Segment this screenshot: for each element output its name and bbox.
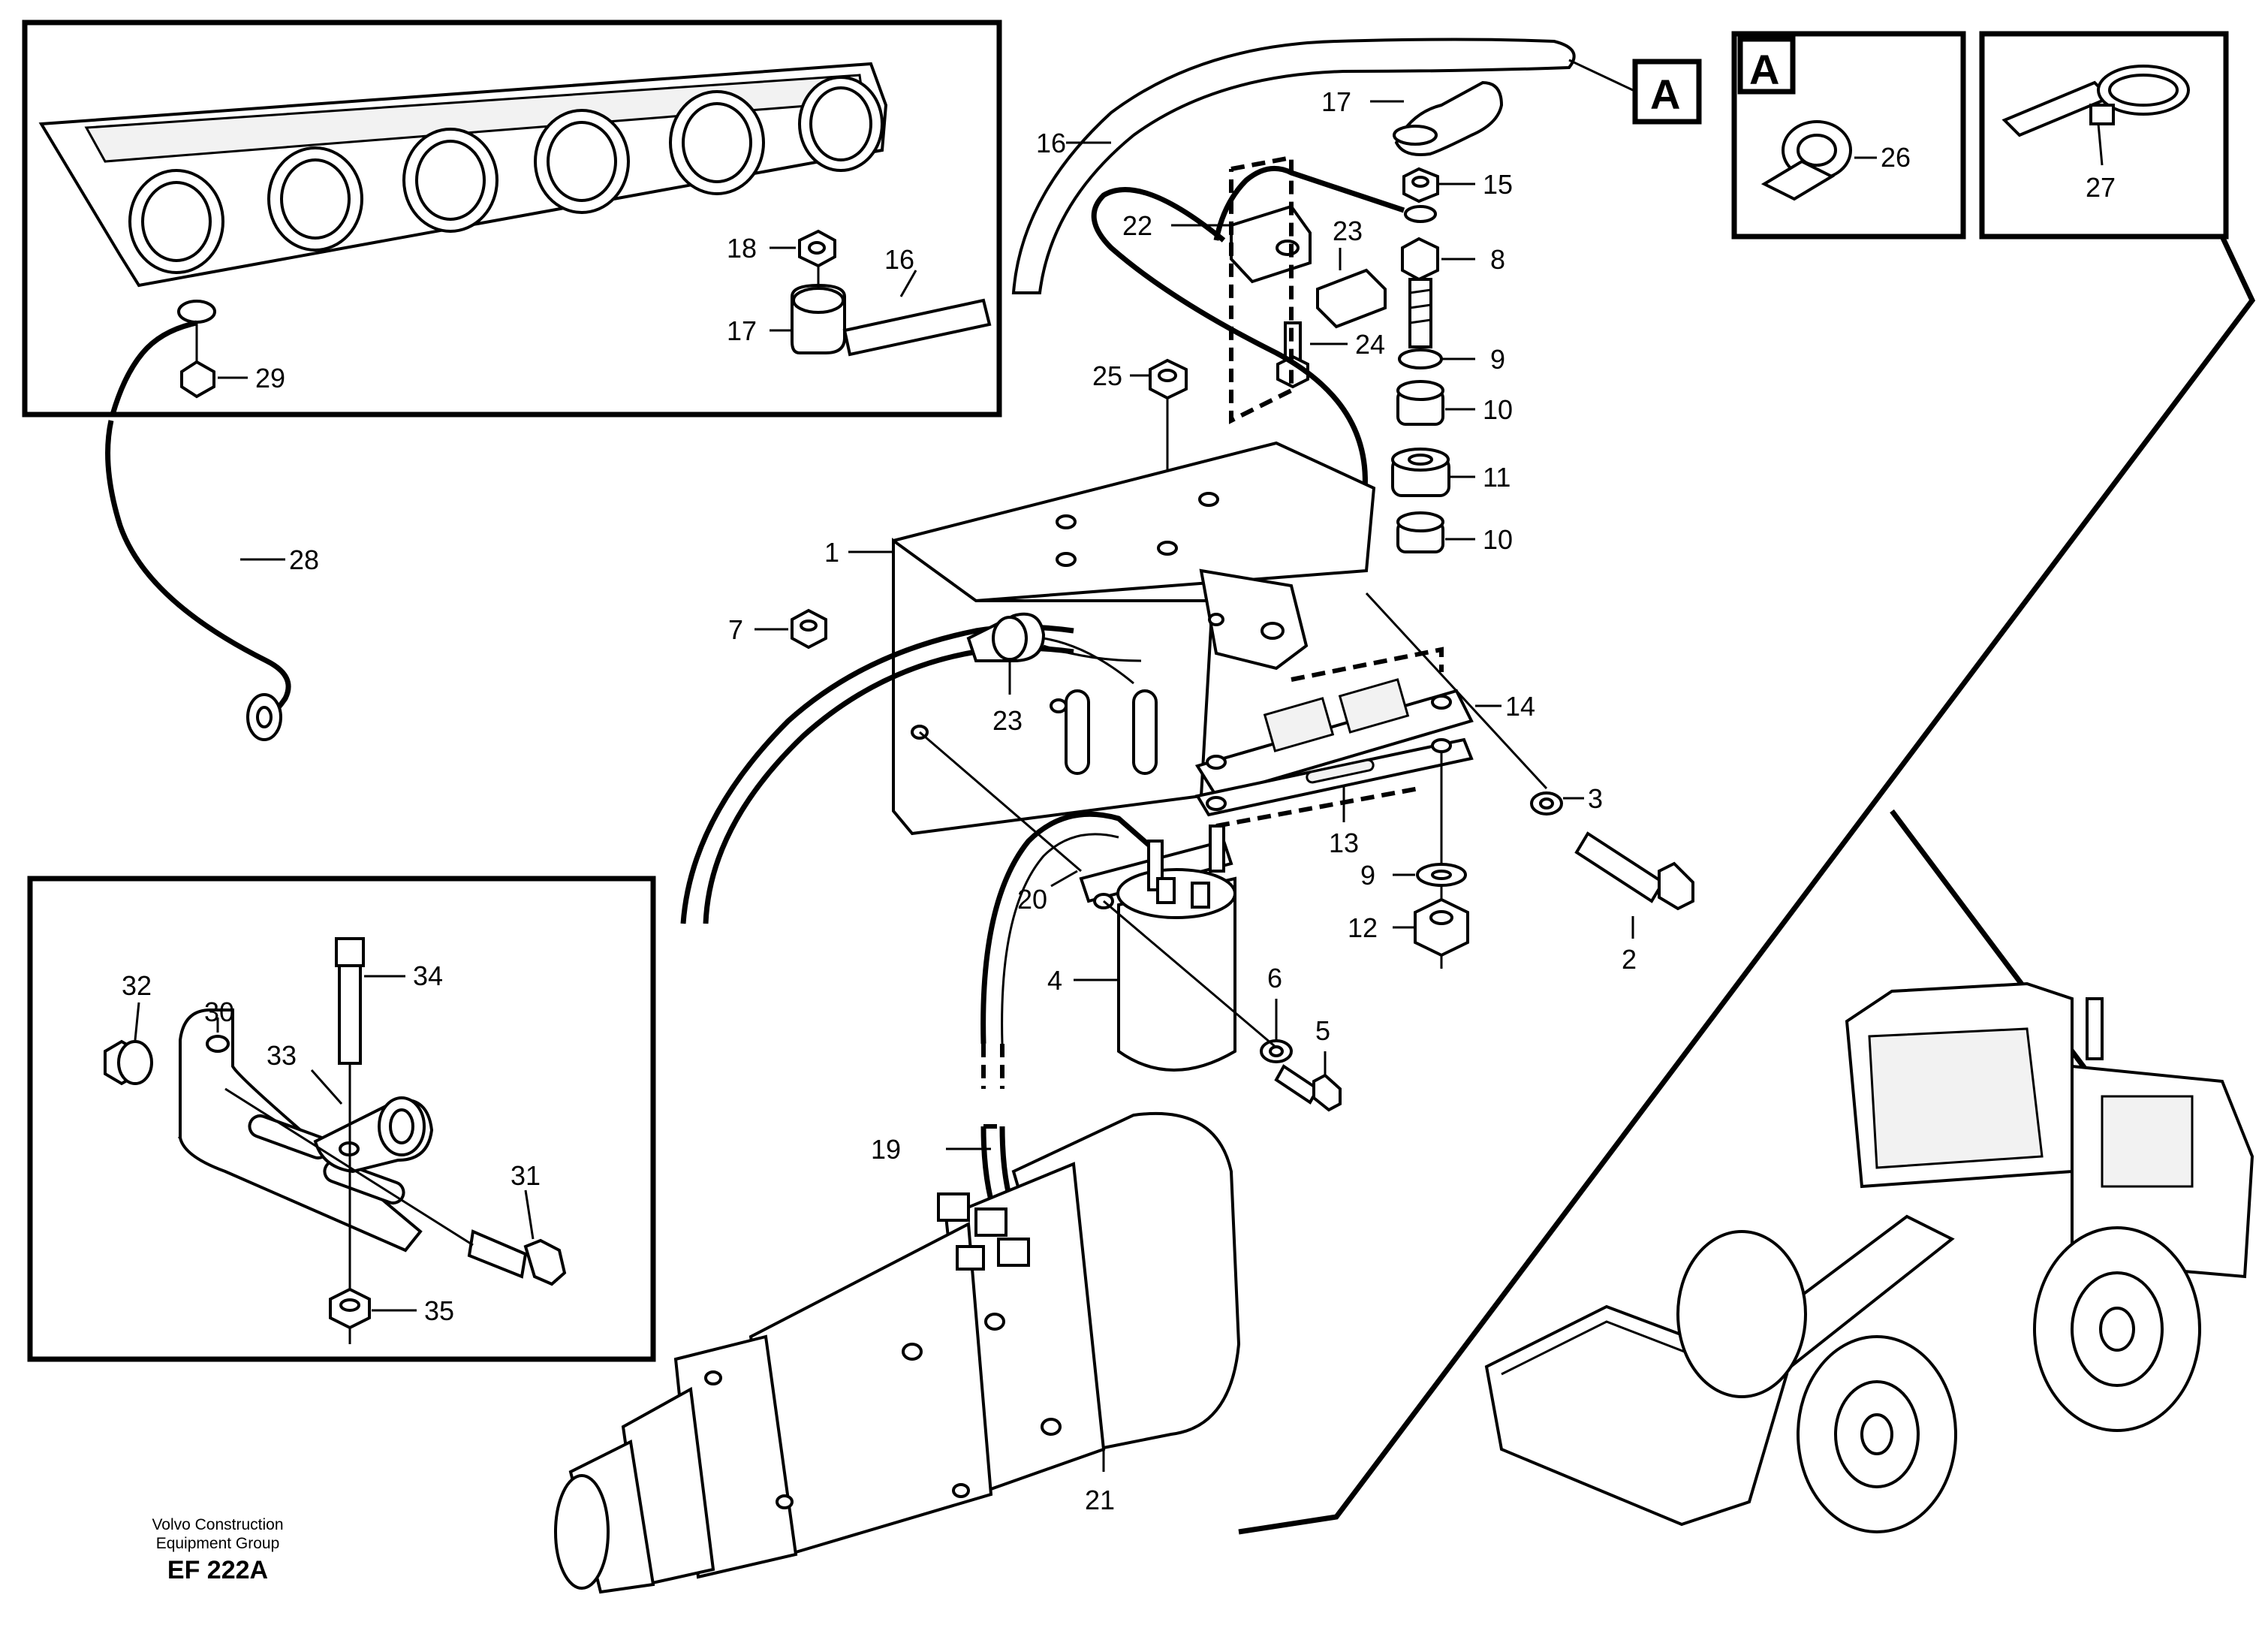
callout-13: 13: [1329, 828, 1359, 858]
clip-26: [1760, 120, 1852, 201]
relay-4: 4: [1047, 825, 1236, 1072]
callout-1: 1: [824, 537, 839, 568]
inset-bracket: 32 30 34 33 31 35: [27, 876, 656, 1362]
flange-nut-32: [104, 1039, 153, 1086]
callout-12: 12: [1348, 912, 1378, 943]
callout-9-lower: 9: [1360, 860, 1375, 891]
callout-15: 15: [1483, 169, 1513, 200]
callout-5: 5: [1315, 1015, 1330, 1046]
detail-letter-a: A: [1749, 46, 1779, 93]
elbow-17: 17: [1321, 80, 1504, 156]
callout-31: 31: [511, 1160, 541, 1191]
loader-engine: [2071, 1064, 2254, 1279]
nut-7: 7: [728, 608, 827, 650]
starter-motor-21: 19 21: [554, 1111, 1241, 1594]
manifold-hose-16: [842, 298, 992, 357]
cable-20: 20: [919, 731, 1151, 1089]
callout-18: 18: [727, 233, 757, 264]
callout-17: 17: [1321, 86, 1351, 117]
callout-10-lower: 10: [1483, 524, 1513, 555]
clamp-33: [313, 1096, 434, 1174]
insulator-10-lower: [1396, 511, 1444, 553]
wheel-loader-overview: [1238, 235, 2256, 1535]
callout-28: 28: [289, 544, 319, 575]
callout-14: 14: [1505, 691, 1535, 722]
callout-6: 6: [1267, 963, 1282, 993]
bolt-5: 5: [1103, 900, 1342, 1112]
terminal-stack: 15 8 9 10 11 10: [1391, 167, 1513, 555]
callout-29: 29: [255, 363, 285, 393]
callout-25: 25: [1092, 360, 1122, 391]
starter-terminals: [937, 1192, 1030, 1271]
footer-code: EF 222A: [167, 1556, 268, 1584]
inset-manifold: 18 17 16 29: [22, 20, 1002, 418]
callout-10-upper: 10: [1483, 394, 1513, 425]
callout-33: 33: [267, 1040, 297, 1071]
washer-9-upper: [1398, 348, 1443, 369]
ref-letter-a: A: [1650, 71, 1680, 118]
callout-19: 19: [871, 1134, 901, 1165]
callout-35: 35: [424, 1295, 454, 1326]
connector-23-small: [1316, 268, 1387, 329]
inset-frame-2: [27, 876, 656, 1362]
callout-3: 3: [1588, 783, 1603, 814]
bolt-31: [224, 1087, 567, 1286]
bus-bar-14: 14: [1194, 678, 1535, 798]
ground-cable-28: 28: [105, 420, 319, 741]
callout-7: 7: [728, 614, 743, 645]
callout-21: 21: [1085, 1485, 1115, 1515]
hose-16: [1011, 38, 1576, 294]
lower-nut-stack: 9 12: [1348, 751, 1469, 969]
callout-4: 4: [1047, 965, 1062, 996]
ground-cable-upper: [110, 320, 197, 415]
bus-bar-13: 13: [1194, 737, 1474, 858]
detail-box-a: A 26: [1731, 31, 1966, 240]
manifold-nut-18: [798, 229, 836, 268]
loader-wheel-front: [1797, 1335, 1957, 1533]
spacer-11: [1391, 448, 1450, 497]
footer-block: Volvo Construction Equipment Group EF 22…: [152, 1516, 283, 1584]
callout-11: 11: [1483, 462, 1510, 493]
detail-box-tie: 27: [1979, 31, 2229, 240]
callout-24: 24: [1355, 329, 1385, 360]
callout-27: 27: [2086, 172, 2116, 203]
loader-wheel-far: [1676, 1230, 1807, 1398]
washer-3: 3: [1530, 783, 1603, 816]
callout-23-lower: 23: [992, 705, 1023, 736]
callout-9-upper: 9: [1490, 344, 1505, 375]
nut-15: [1402, 167, 1439, 204]
callout-32: 32: [122, 970, 152, 1001]
connector-group: 22 23 24: [1091, 155, 1405, 574]
nut-35: [329, 1287, 371, 1330]
stud-8: [1401, 237, 1439, 348]
loader-cab: [1845, 981, 2104, 1189]
clamp-23: 23: [680, 612, 1142, 924]
callout-8: 8: [1490, 244, 1505, 275]
inset-frame: [22, 20, 1002, 418]
callout-2: 2: [1622, 944, 1637, 975]
washer-6: 6: [1260, 963, 1293, 1063]
callout-26: 26: [1881, 142, 1911, 173]
callout-34: 34: [413, 960, 443, 991]
bolt-34: [335, 937, 365, 1344]
callout-16-inset: 16: [884, 244, 914, 275]
cable-tie-27: [2001, 65, 2190, 137]
footer-line2: Equipment Group: [156, 1535, 280, 1552]
callout-16: 16: [1036, 128, 1066, 158]
callout-23-upper: 23: [1333, 216, 1363, 246]
intake-manifold: [38, 62, 888, 288]
insulator-10-upper: [1396, 380, 1444, 426]
manifold-elbow-17: [791, 283, 846, 354]
callout-17-inset: 17: [727, 315, 757, 346]
loader-wheel-rear: [2033, 1226, 2201, 1432]
mounting-plate-1: 1: [824, 441, 1376, 836]
callout-22: 22: [1122, 210, 1152, 241]
ref-box-a-main: A: [1568, 59, 1702, 125]
bolt-2: 2: [1365, 592, 1694, 975]
ground-nut-29: [177, 300, 216, 399]
callout-20: 20: [1017, 884, 1047, 915]
footer-line1: Volvo Construction: [152, 1516, 283, 1533]
callout-30: 30: [204, 996, 234, 1027]
